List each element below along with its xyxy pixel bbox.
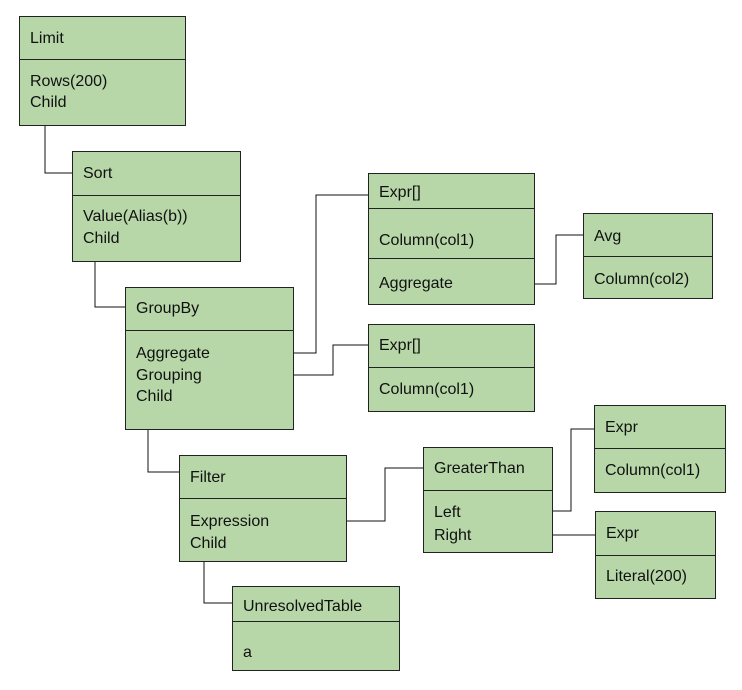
node-field: Expression <box>190 513 270 530</box>
node-title: Expr[] <box>379 184 421 201</box>
node-title: Avg <box>594 228 622 245</box>
node-field: Child <box>83 230 120 247</box>
expr-grouping-node: Expr[] Column(col1) <box>368 324 535 412</box>
node-field: Column(col1) <box>605 462 701 479</box>
groupby-node: GroupBy Aggregate Grouping Child <box>125 287 294 430</box>
node-field: Left <box>434 504 461 521</box>
node-field: Aggregate <box>379 275 453 292</box>
node-field: Column(col2) <box>594 271 690 288</box>
node-field: Rows(200) <box>30 73 108 90</box>
expr-left-node: Expr Column(col1) <box>594 405 726 493</box>
node-field: Column(col1) <box>379 232 475 249</box>
node-title: Limit <box>30 30 64 47</box>
connector-filter-unresolved <box>203 552 232 604</box>
node-field: Child <box>190 535 227 552</box>
node-title: Expr <box>606 525 639 542</box>
node-field: Grouping <box>136 367 202 384</box>
node-divider <box>369 258 534 259</box>
node-field: Literal(200) <box>606 568 687 585</box>
connector-limit-sort <box>44 118 72 174</box>
node-title: GroupBy <box>136 300 200 317</box>
node-field: Value(Alias(b)) <box>83 208 188 225</box>
expr-aggregate-node: Expr[] Column(col1) Aggregate <box>368 173 535 305</box>
node-title: Sort <box>83 165 113 182</box>
node-title: Expr[] <box>379 337 421 354</box>
sort-node: Sort Value(Alias(b)) Child <box>72 151 241 262</box>
node-field: Column(col1) <box>379 381 475 398</box>
node-title: Filter <box>190 469 226 486</box>
node-field: Aggregate <box>136 345 210 362</box>
node-title: Expr <box>605 419 638 436</box>
node-field: a <box>243 644 252 661</box>
filter-node: Filter Expression Child <box>179 455 347 562</box>
avg-node: Avg Column(col2) <box>583 213 713 299</box>
node-title: GreaterThan <box>434 460 525 477</box>
unresolvedtable-node: UnresolvedTable a <box>232 586 400 671</box>
node-field: Child <box>30 94 67 111</box>
node-field: Child <box>136 388 173 405</box>
connector-sort-groupby <box>94 255 125 308</box>
node-title: UnresolvedTable <box>243 598 363 615</box>
expr-right-node: Expr Literal(200) <box>595 511 716 599</box>
greaterthan-node: GreaterThan Left Right <box>423 447 553 553</box>
node-field: Right <box>434 527 472 544</box>
limit-node: Limit Rows(200) Child <box>19 16 186 126</box>
